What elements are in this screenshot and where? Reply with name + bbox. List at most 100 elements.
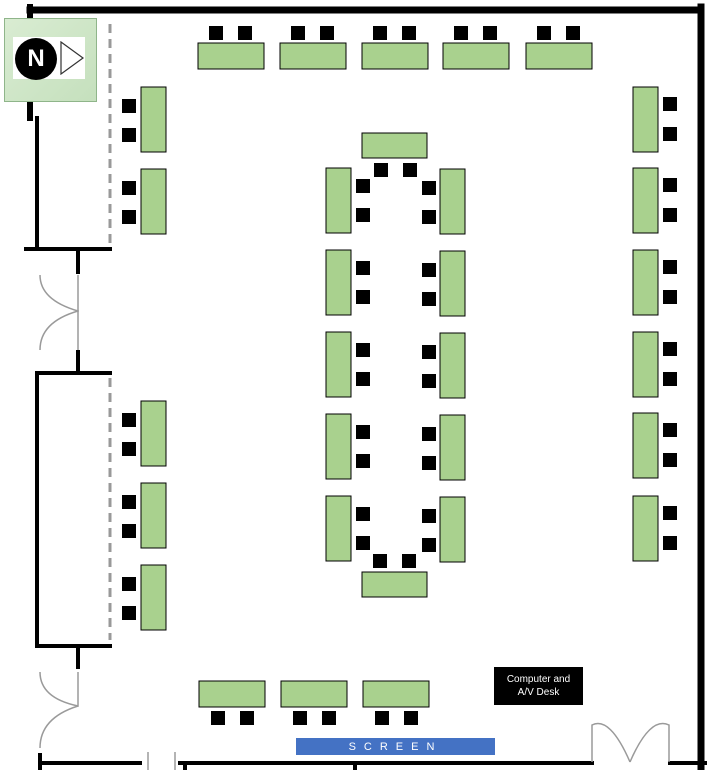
table <box>632 412 659 479</box>
table <box>632 495 659 562</box>
chair <box>122 413 136 427</box>
chair <box>122 495 136 509</box>
chair <box>293 711 307 725</box>
chair <box>356 343 370 357</box>
table <box>279 42 347 70</box>
table <box>280 680 348 708</box>
chair <box>238 26 252 40</box>
chair <box>402 26 416 40</box>
table <box>632 167 659 234</box>
chair <box>356 454 370 468</box>
table <box>632 86 659 153</box>
chair <box>356 290 370 304</box>
chair <box>374 163 388 177</box>
chair <box>422 345 436 359</box>
chair <box>422 509 436 523</box>
table <box>140 482 167 549</box>
chair <box>122 442 136 456</box>
chair <box>122 606 136 620</box>
table <box>439 414 466 481</box>
table <box>325 495 352 562</box>
table <box>632 249 659 316</box>
chair <box>663 506 677 520</box>
chair <box>422 181 436 195</box>
chair <box>663 127 677 141</box>
north-badge: N <box>15 38 57 80</box>
chair <box>122 210 136 224</box>
chair <box>422 427 436 441</box>
table <box>325 249 352 316</box>
projection-screen: SCREEN <box>296 738 495 755</box>
table <box>439 168 466 235</box>
chair <box>356 425 370 439</box>
table <box>325 167 352 234</box>
chair <box>122 99 136 113</box>
chair <box>356 208 370 222</box>
table <box>439 332 466 399</box>
chair <box>422 538 436 552</box>
chair <box>403 163 417 177</box>
chair <box>422 292 436 306</box>
table <box>439 250 466 317</box>
table <box>361 571 428 598</box>
table <box>361 132 428 159</box>
table <box>361 42 429 70</box>
chair <box>454 26 468 40</box>
chairs <box>122 26 677 725</box>
table <box>140 86 167 153</box>
av-desk: Computer and A/V Desk <box>494 667 583 705</box>
chair <box>356 179 370 193</box>
table <box>325 331 352 398</box>
chair <box>663 536 677 550</box>
chair <box>375 711 389 725</box>
chair <box>663 453 677 467</box>
table <box>632 331 659 398</box>
door-swings <box>39 274 670 770</box>
chair <box>566 26 580 40</box>
chair <box>291 26 305 40</box>
chair <box>402 554 416 568</box>
table <box>140 400 167 467</box>
chair <box>422 456 436 470</box>
chair <box>356 372 370 386</box>
table <box>325 413 352 480</box>
chair <box>356 261 370 275</box>
chair <box>422 374 436 388</box>
table <box>442 42 510 70</box>
table <box>197 42 265 70</box>
chair <box>663 97 677 111</box>
table <box>525 42 593 70</box>
chair <box>356 536 370 550</box>
chair <box>663 260 677 274</box>
north-arrow-icon <box>60 41 85 75</box>
chair <box>322 711 336 725</box>
chair <box>122 577 136 591</box>
table <box>140 168 167 235</box>
chair <box>373 26 387 40</box>
chair <box>240 711 254 725</box>
chair <box>211 711 225 725</box>
chair <box>209 26 223 40</box>
chair <box>483 26 497 40</box>
walls <box>24 3 707 770</box>
chair <box>122 524 136 538</box>
chair <box>356 507 370 521</box>
table <box>439 496 466 563</box>
chair <box>663 208 677 222</box>
chair <box>122 181 136 195</box>
chair <box>537 26 551 40</box>
table <box>362 680 430 708</box>
table <box>140 564 167 631</box>
chair <box>663 423 677 437</box>
chair <box>663 342 677 356</box>
chair <box>122 128 136 142</box>
chair <box>320 26 334 40</box>
chair <box>373 554 387 568</box>
chair <box>422 263 436 277</box>
table <box>198 680 266 708</box>
chair <box>663 290 677 304</box>
north-compass: N <box>4 18 97 102</box>
tables <box>140 42 659 708</box>
chair <box>663 178 677 192</box>
